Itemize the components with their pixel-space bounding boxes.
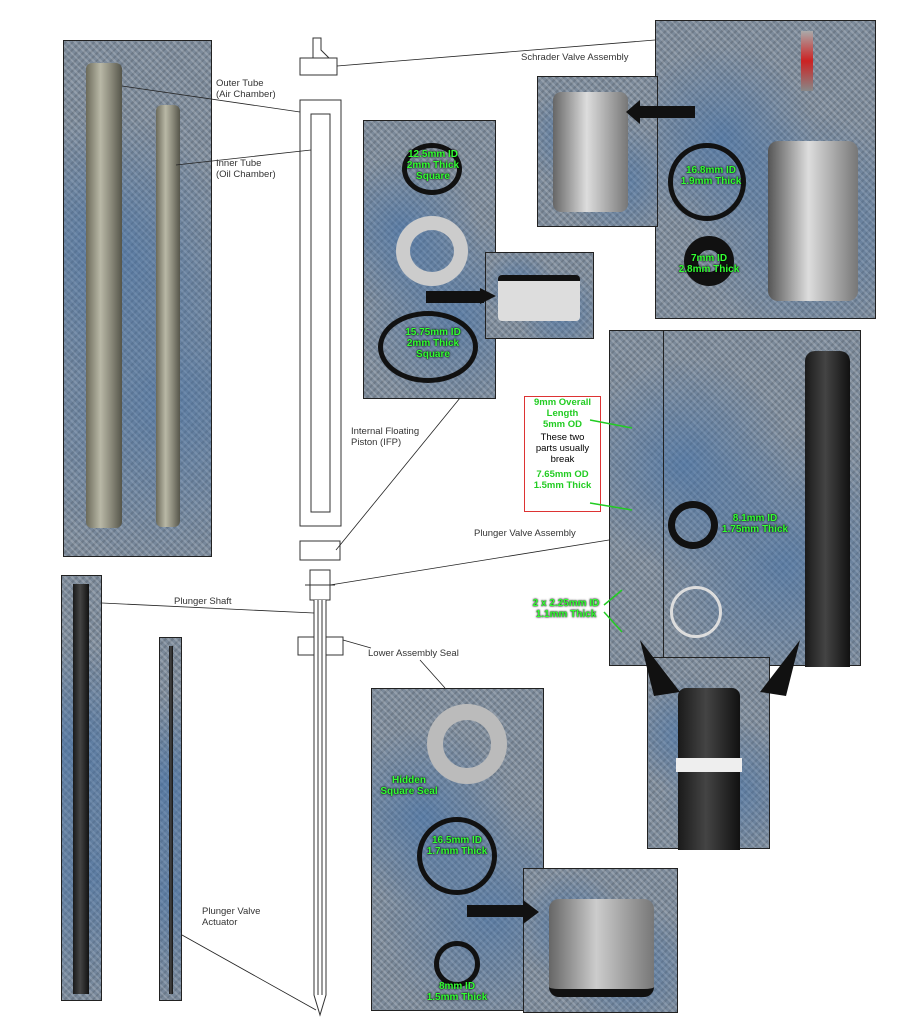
o-ring <box>668 501 718 549</box>
o-ring <box>684 236 734 286</box>
o-ring <box>417 817 497 895</box>
white-seal <box>676 758 742 772</box>
schrader-callout: Schrader Valve Assembly <box>521 52 629 63</box>
lower-seal-callout: Lower Assembly Seal <box>368 648 459 659</box>
square-ring <box>402 143 462 195</box>
plunger-valve-outline <box>305 569 335 601</box>
ifp-assembled <box>498 275 580 321</box>
arrow-heads <box>480 100 800 924</box>
tubes-photo <box>63 40 212 557</box>
arrow-icon <box>426 291 484 303</box>
schrader-inset-photo <box>537 76 658 227</box>
shaft-end <box>805 351 850 667</box>
actuator-image <box>169 646 173 994</box>
valve-core <box>801 31 813 91</box>
ifp-outline <box>299 540 341 561</box>
outer-tube-callout: Outer Tube(Air Chamber) <box>216 78 276 100</box>
arrow-icon <box>640 106 695 118</box>
actuator-photo <box>159 637 182 1001</box>
schrader-assembled <box>553 92 628 212</box>
leader-lines <box>101 39 656 1011</box>
schrader-cap-outline <box>299 37 338 76</box>
actuator-outline <box>317 600 323 995</box>
schrader-valve-body <box>768 141 858 301</box>
o-ring <box>434 941 480 987</box>
ifp-inset-photo <box>485 252 594 339</box>
plunger-valve-callout: Plunger Valve Assembly <box>474 528 576 539</box>
outer-tube-image <box>86 63 122 528</box>
plunger-shaft-photo <box>61 575 102 1001</box>
divider <box>663 331 664 667</box>
arrow-icon <box>467 905 525 917</box>
square-ring <box>378 311 478 383</box>
lower-seal-inset-photo <box>523 868 678 1013</box>
plunger-shaft-callout: Plunger Shaft <box>174 596 232 607</box>
o-ring <box>668 143 746 221</box>
seal-assembled <box>549 899 654 997</box>
plunger-shaft-image <box>73 584 89 994</box>
plunger-shaft-outline <box>313 600 327 1017</box>
inner-tube-image <box>156 105 180 527</box>
inner-tube-outline <box>310 113 331 513</box>
inner-tube-callout: Inner Tube(Oil Chamber) <box>216 158 276 180</box>
white-ring <box>670 586 722 638</box>
